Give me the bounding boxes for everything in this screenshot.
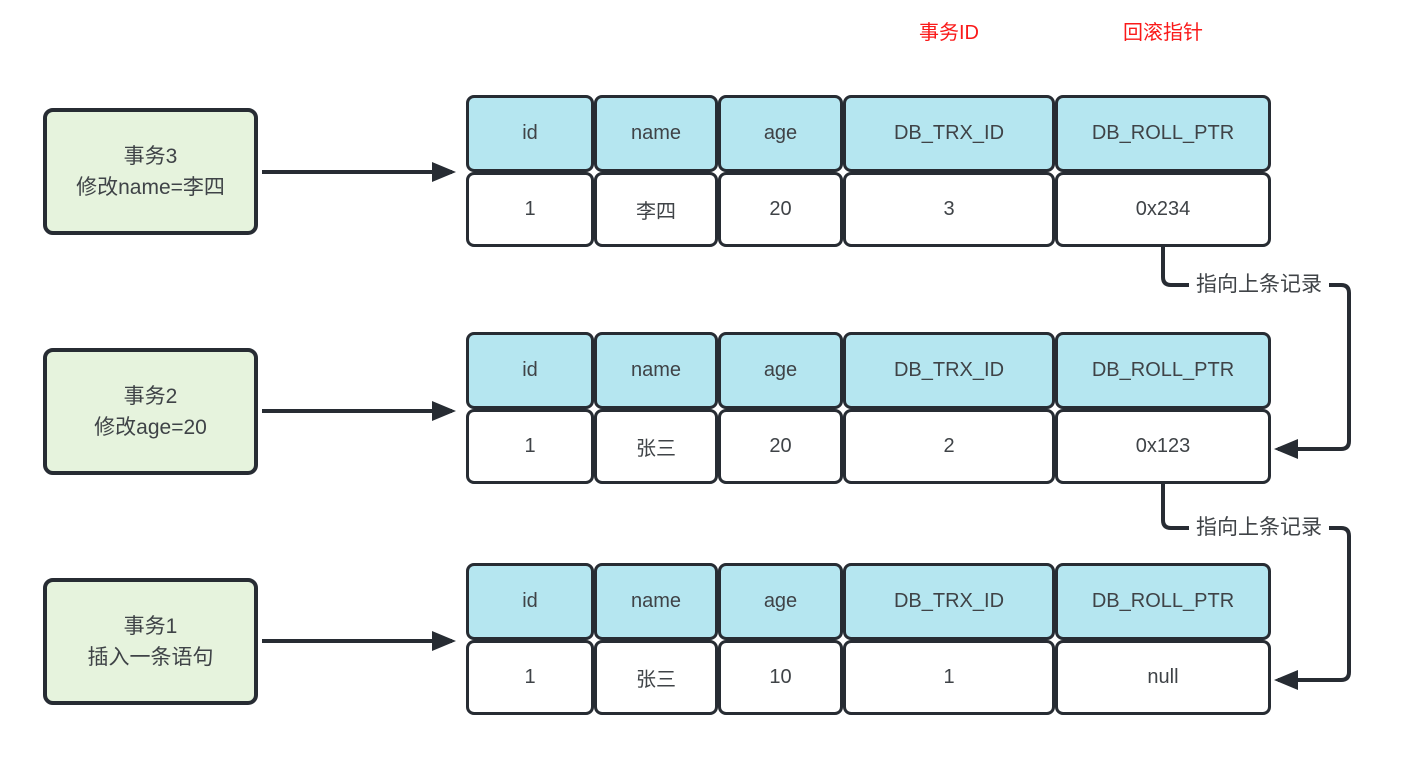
data-cell-db_trx_id: 2 xyxy=(843,409,1055,484)
header-cell-db_roll_ptr: DB_ROLL_PTR xyxy=(1055,95,1271,172)
transaction-box-2: 事务2 修改age=20 xyxy=(43,348,258,475)
data-cell-name: 张三 xyxy=(594,409,718,484)
data-cell-db_roll_ptr: 0x234 xyxy=(1055,172,1271,247)
header-cell-name: name xyxy=(594,95,718,172)
header-cell-id: id xyxy=(466,95,594,172)
data-cell-name: 李四 xyxy=(594,172,718,247)
header-cell-age: age xyxy=(718,332,843,409)
roll-ptr-annotation: 回滚指针 xyxy=(1123,22,1203,44)
transaction-box-1: 事务1 插入一条语句 xyxy=(43,578,258,705)
data-cell-db_trx_id: 3 xyxy=(843,172,1055,247)
header-cell-id: id xyxy=(466,332,594,409)
data-cell-db_roll_ptr: null xyxy=(1055,640,1271,715)
data-cell-age: 20 xyxy=(718,172,843,247)
header-cell-db_trx_id: DB_TRX_ID xyxy=(843,563,1055,640)
data-cell-db_trx_id: 1 xyxy=(843,640,1055,715)
header-cell-db_trx_id: DB_TRX_ID xyxy=(843,332,1055,409)
transaction-action: 修改name=李四 xyxy=(76,175,225,199)
data-cell-db_roll_ptr: 0x123 xyxy=(1055,409,1271,484)
pointer-note-2: 指向上条记录 xyxy=(1189,514,1329,542)
header-cell-db_roll_ptr: DB_ROLL_PTR xyxy=(1055,332,1271,409)
transaction-action: 插入一条语句 xyxy=(87,645,214,669)
header-cell-age: age xyxy=(718,563,843,640)
data-cell-id: 1 xyxy=(466,172,594,247)
transaction-action: 修改age=20 xyxy=(94,415,207,439)
data-cell-id: 1 xyxy=(466,640,594,715)
header-cell-name: name xyxy=(594,563,718,640)
header-cell-age: age xyxy=(718,95,843,172)
transaction-title: 事务2 xyxy=(123,384,178,408)
data-cell-age: 20 xyxy=(718,409,843,484)
transaction-box-3: 事务3 修改name=李四 xyxy=(43,108,258,235)
header-cell-id: id xyxy=(466,563,594,640)
header-cell-db_roll_ptr: DB_ROLL_PTR xyxy=(1055,563,1271,640)
data-cell-id: 1 xyxy=(466,409,594,484)
trx-id-annotation: 事务ID xyxy=(919,22,979,44)
header-cell-name: name xyxy=(594,332,718,409)
pointer-note-1: 指向上条记录 xyxy=(1189,271,1329,299)
data-cell-age: 10 xyxy=(718,640,843,715)
transaction-title: 事务1 xyxy=(123,614,178,638)
transaction-title: 事务3 xyxy=(123,144,178,168)
data-cell-name: 张三 xyxy=(594,640,718,715)
header-cell-db_trx_id: DB_TRX_ID xyxy=(843,95,1055,172)
